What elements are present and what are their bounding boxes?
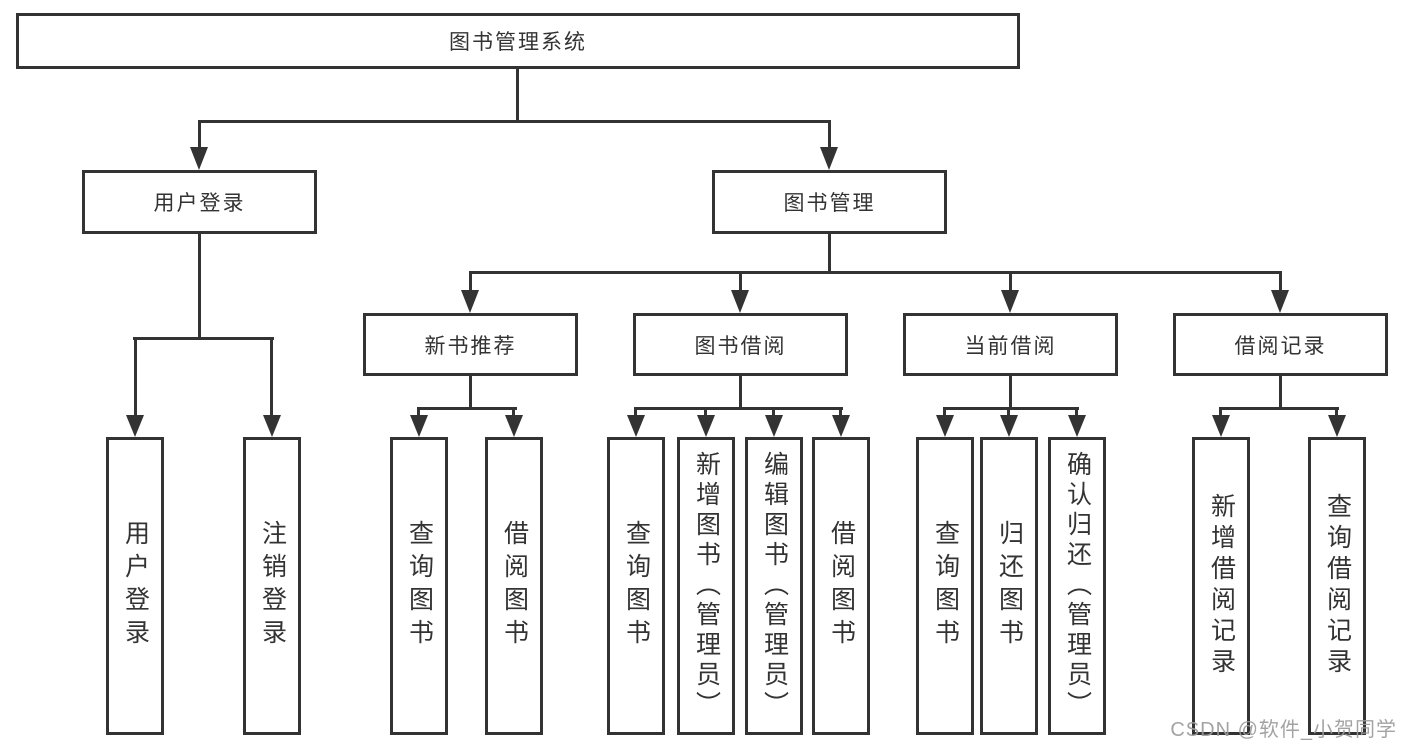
leaf-label: 用户登录	[121, 520, 150, 652]
csdn-watermark: CSDN @软件_小贺同学	[1170, 719, 1397, 741]
connector-stem	[1335, 407, 1338, 415]
connector-stem	[417, 407, 420, 415]
connector-stem	[828, 120, 831, 147]
connector-stem	[634, 407, 637, 415]
arrowhead-icon	[1000, 415, 1018, 437]
leaf-label: 确认归还（管理员）	[1063, 451, 1092, 721]
leaf-user-login: 用户登录	[106, 437, 164, 735]
connector-login-drop	[198, 234, 201, 337]
connector-stem	[1009, 271, 1012, 290]
connector-l2-branch	[198, 120, 831, 123]
arrowhead-icon	[1328, 415, 1346, 437]
connector-stem	[1075, 407, 1078, 415]
leaf-query-books-borrowing: 查询图书	[607, 437, 665, 735]
leaf-label: 查询图书	[931, 520, 960, 652]
connector-branch	[1219, 407, 1339, 410]
node-current-borrowing: 当前借阅	[903, 313, 1118, 376]
leaf-return-book: 归还图书	[980, 437, 1038, 735]
arrowhead-icon	[820, 147, 838, 170]
node-borrowing-records: 借阅记录	[1173, 313, 1388, 376]
connector-branch	[943, 407, 1079, 410]
arrowhead-icon	[263, 415, 281, 437]
leaf-query-borrow-record: 查询借阅记录	[1308, 437, 1366, 735]
connector-stem	[772, 407, 775, 415]
connector-stem	[943, 407, 946, 415]
connector-stem	[839, 407, 842, 415]
arrowhead-icon	[461, 290, 479, 313]
connector-branch	[634, 407, 843, 410]
connector-mgmt-drop	[828, 234, 831, 271]
connector-drop	[739, 376, 742, 407]
leaf-edit-book-admin: 编辑图书（管理员）	[745, 437, 803, 735]
node-new-book-recommendation: 新书推荐	[363, 313, 578, 376]
leaf-add-book-admin: 新增图书（管理员）	[677, 437, 735, 735]
leaf-query-books-recommend: 查询图书	[390, 437, 448, 735]
leaf-borrow-books-recommend: 借阅图书	[485, 437, 543, 735]
leaf-label: 借阅图书	[827, 520, 856, 652]
node-user-login: 用户登录	[82, 170, 317, 234]
connector-stem	[469, 271, 472, 290]
leaf-label: 查询图书	[405, 520, 434, 652]
leaf-label: 查询图书	[622, 520, 651, 652]
connector-drop	[1009, 376, 1012, 407]
leaf-label: 注销登录	[258, 520, 287, 652]
connector-l3-branch	[469, 271, 1282, 274]
connector-branch	[417, 407, 517, 410]
connector-stem	[512, 407, 515, 415]
arrowhead-icon	[1068, 415, 1086, 437]
connector-stem	[134, 337, 137, 415]
connector-stem	[1007, 407, 1010, 415]
node-root-library-system: 图书管理系统	[16, 13, 1020, 69]
arrowhead-icon	[832, 415, 850, 437]
node-book-borrowing: 图书借阅	[633, 313, 848, 376]
arrowhead-icon	[505, 415, 523, 437]
arrowhead-icon	[410, 415, 428, 437]
leaf-label: 借阅图书	[500, 520, 529, 652]
leaf-confirm-return-admin: 确认归还（管理员）	[1048, 437, 1106, 735]
connector-stem	[1219, 407, 1222, 415]
arrowhead-icon	[765, 415, 783, 437]
arrowhead-icon	[627, 415, 645, 437]
leaf-query-books-current: 查询图书	[916, 437, 974, 735]
leaf-borrow-books-borrowing: 借阅图书	[812, 437, 870, 735]
connector-drop	[469, 376, 472, 407]
leaf-label: 新增图书（管理员）	[692, 451, 721, 721]
connector-stem	[270, 337, 273, 415]
leaf-label: 编辑图书（管理员）	[760, 451, 789, 721]
arrowhead-icon	[731, 290, 749, 313]
arrowhead-icon	[1212, 415, 1230, 437]
connector-drop	[1279, 376, 1282, 407]
arrowhead-icon	[697, 415, 715, 437]
arrowhead-icon	[190, 147, 208, 170]
node-book-management: 图书管理	[712, 170, 947, 234]
connector-stem	[198, 120, 201, 147]
leaf-label: 归还图书	[995, 520, 1024, 652]
connector-stem	[739, 271, 742, 290]
connector-stem	[704, 407, 707, 415]
connector-login-branch	[133, 337, 274, 340]
connector-root-drop	[516, 69, 519, 120]
leaf-logout: 注销登录	[243, 437, 301, 735]
arrowhead-icon	[1271, 290, 1289, 313]
leaf-add-borrow-record: 新增借阅记录	[1192, 437, 1250, 735]
arrowhead-icon	[126, 415, 144, 437]
arrowhead-icon	[936, 415, 954, 437]
leaf-label: 新增借阅记录	[1207, 493, 1236, 679]
leaf-label: 查询借阅记录	[1323, 493, 1352, 679]
arrowhead-icon	[1001, 290, 1019, 313]
connector-stem	[1279, 271, 1282, 290]
